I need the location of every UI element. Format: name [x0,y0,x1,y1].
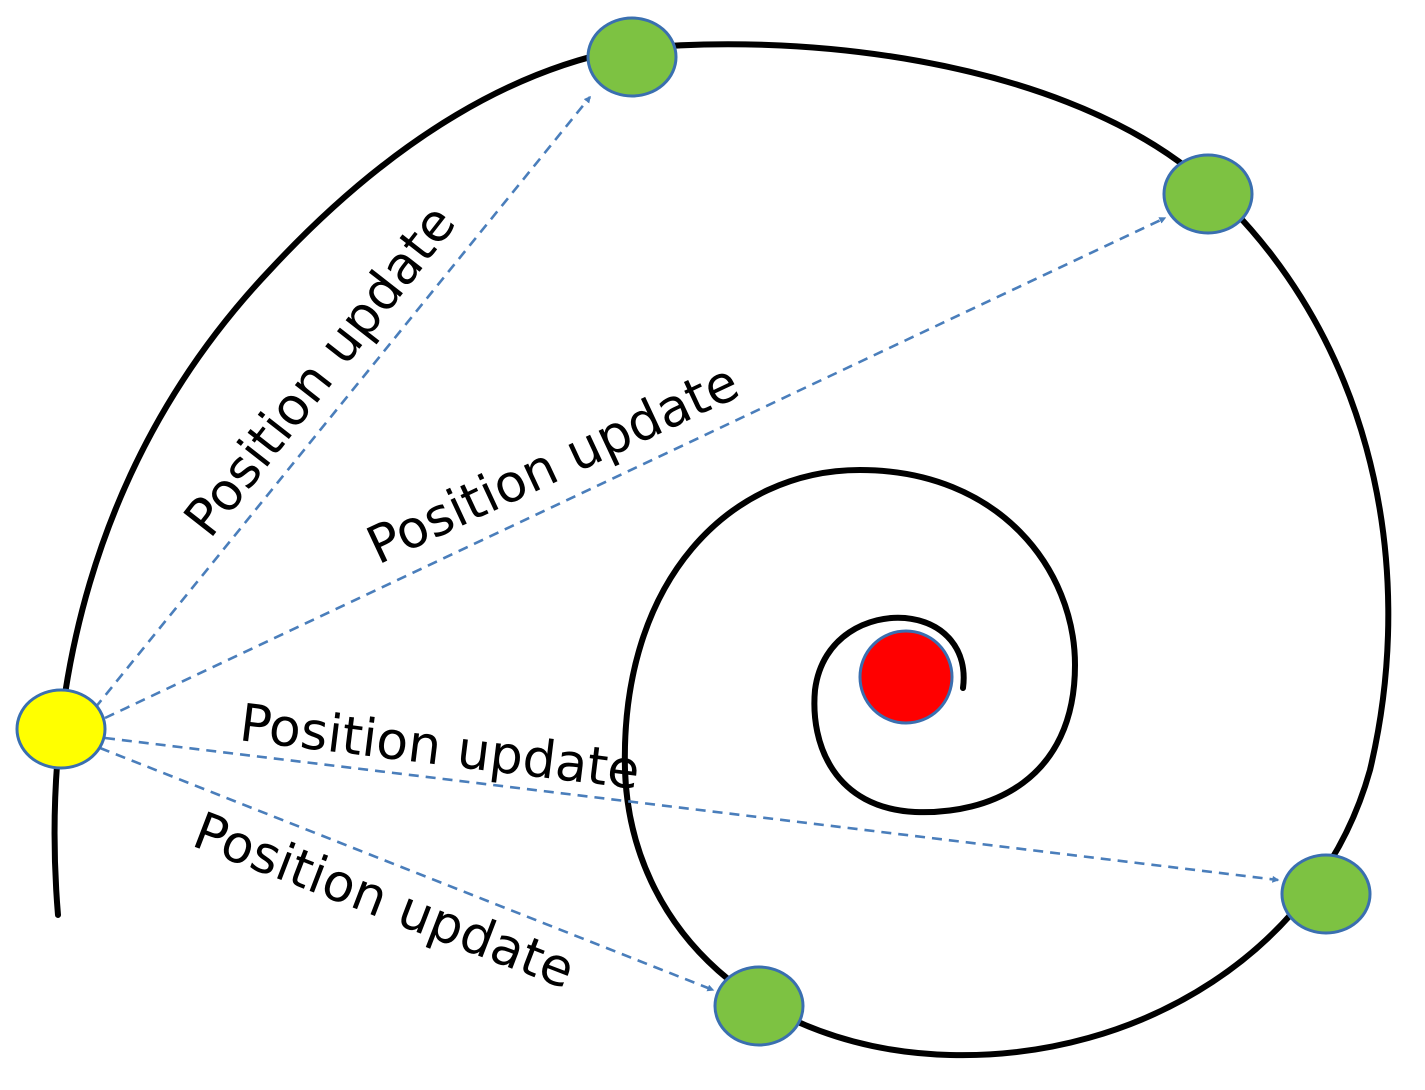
candidate-node-top [586,16,678,98]
candidate-node-bottom [713,965,805,1047]
candidate-node-upper-right [1162,153,1254,235]
position-update-arrow-4 [99,746,715,992]
best-node-center [858,629,954,725]
position-update-label-4: Position update [185,801,582,1001]
position-update-arrow-3 [104,736,1280,883]
current-node [15,688,107,770]
spiral-path [51,41,1392,1059]
candidate-node-lower-right [1280,853,1372,935]
position-update-label-2: Position update [358,352,748,576]
position-update-label-3: Position update [236,693,643,802]
position-update-arrow-2 [104,216,1167,720]
position-update-arrow-1 [93,95,592,709]
